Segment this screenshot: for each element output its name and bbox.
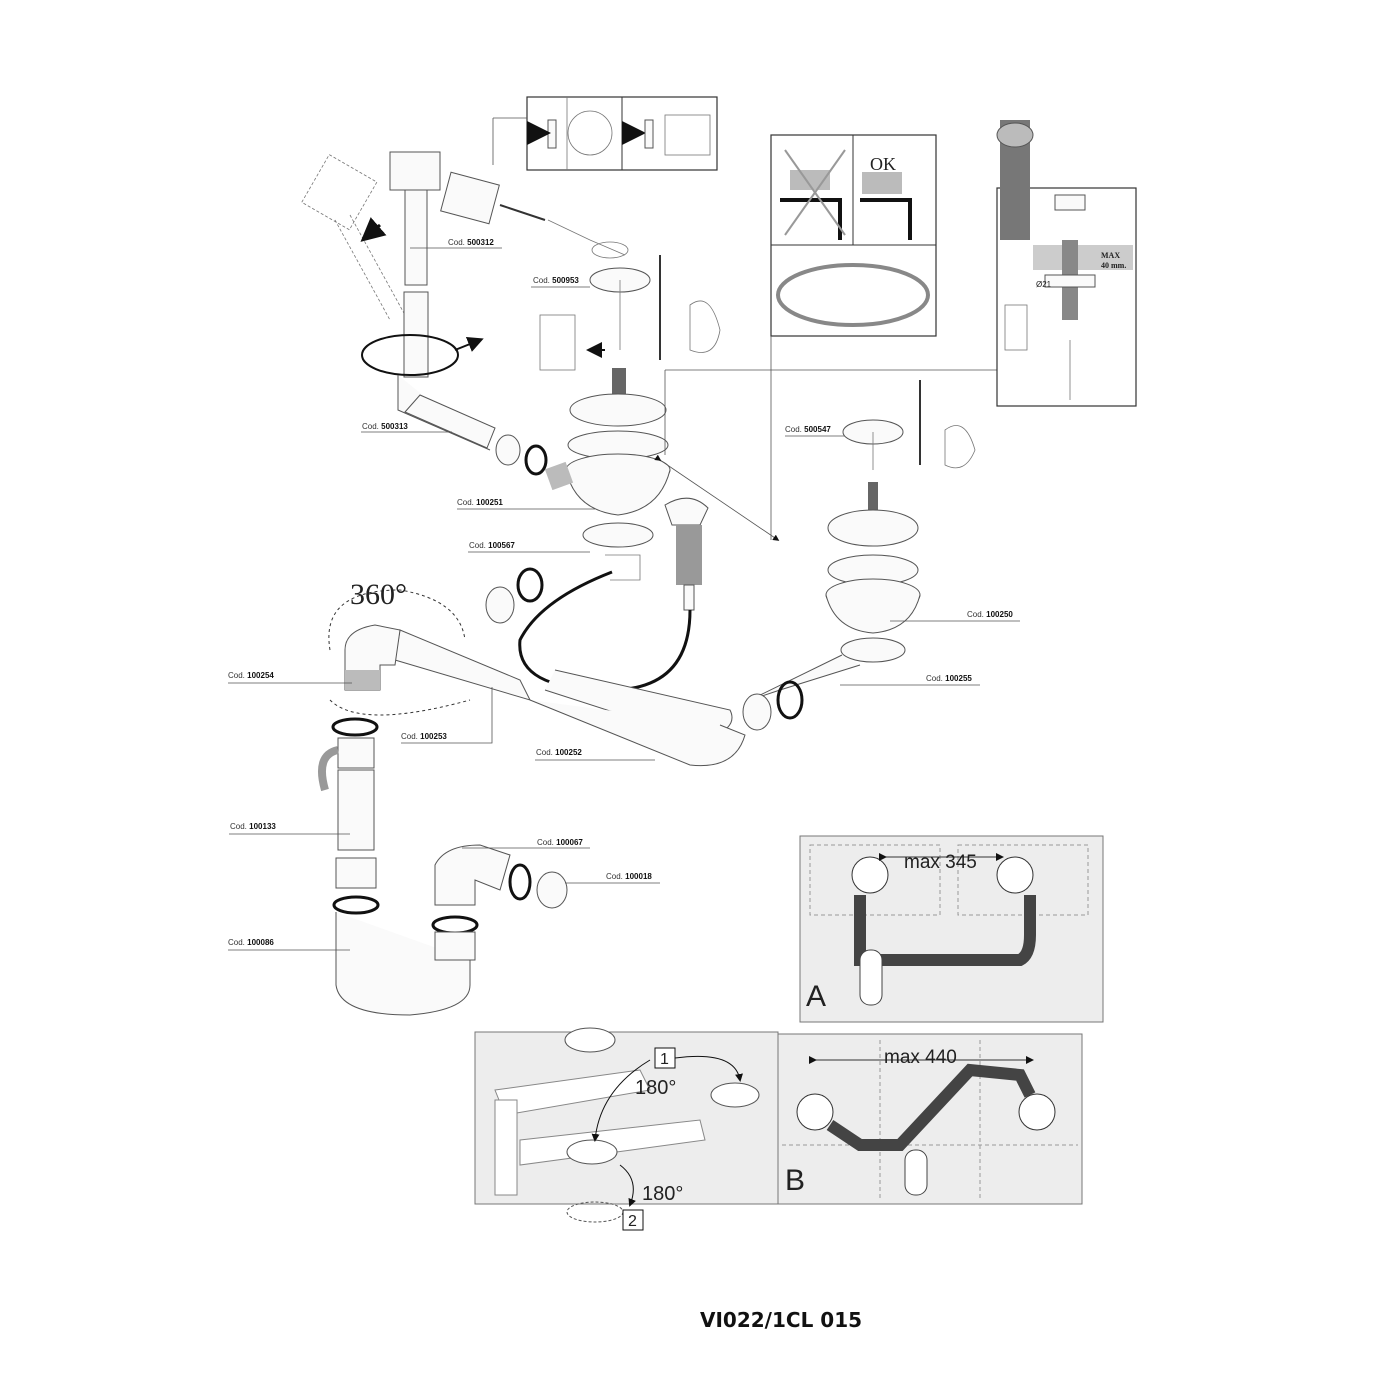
svg-text:Cod. 500312: Cod. 500312 <box>448 238 494 247</box>
panel-a-letter: A <box>806 980 826 1013</box>
seal-ok-inset: OK <box>770 134 937 540</box>
code-label-100253: Cod. 100253 <box>401 687 493 744</box>
code-label-100252: Cod. 100252 <box>535 748 655 761</box>
right-strainer-assembly <box>825 380 976 663</box>
code-label-100251: Cod. 100251 <box>457 498 595 510</box>
product-code-title: VI022/1CL 015 <box>700 1308 863 1332</box>
code-label-100086: Cod. 100086 <box>228 938 350 951</box>
code-label-500953: Cod. 500953 <box>531 276 590 288</box>
installation-panel-b: max 440 B <box>777 1033 1083 1205</box>
overflow-plate-inset <box>492 96 718 171</box>
code-label-100133: Cod. 100133 <box>229 822 350 835</box>
svg-text:Cod. 100254: Cod. 100254 <box>228 671 274 680</box>
code-label-500313: Cod. 500313 <box>361 422 452 433</box>
code-label-100018: Cod. 100018 <box>565 872 660 884</box>
svg-text:Cod. 100067: Cod. 100067 <box>537 838 583 847</box>
angle-1-label: 180° <box>635 1077 676 1099</box>
installation-panel-a: max 345 A <box>799 835 1104 1023</box>
rotation-label: 360° <box>350 578 407 611</box>
diameter-label: Ø21 <box>1036 280 1052 289</box>
code-label-500547: Cod. 500547 <box>785 425 845 437</box>
popup-waste-control <box>518 369 997 692</box>
code-label-100567: Cod. 100567 <box>468 541 590 553</box>
svg-text:Cod. 500547: Cod. 500547 <box>785 425 831 434</box>
ok-label: OK <box>870 154 896 174</box>
max-label: MAX <box>1101 251 1120 260</box>
code-label-500312: Cod. 500312 <box>410 238 502 249</box>
left-strainer-assembly <box>495 255 721 581</box>
panel-b-letter: B <box>785 1164 805 1197</box>
svg-text:Cod. 100255: Cod. 100255 <box>926 674 972 683</box>
svg-text:Cod. 100252: Cod. 100252 <box>536 748 582 757</box>
svg-text:Cod. 100250: Cod. 100250 <box>967 610 1013 619</box>
angle-2-label: 180° <box>642 1183 683 1205</box>
svg-text:Cod. 500313: Cod. 500313 <box>362 422 408 431</box>
svg-text:Cod. 100251: Cod. 100251 <box>457 498 503 507</box>
svg-text:Cod. 100567: Cod. 100567 <box>469 541 515 550</box>
code-label-100250: Cod. 100250 <box>890 610 1020 622</box>
code-label-100255: Cod. 100255 <box>840 674 980 686</box>
svg-text:Cod. 100133: Cod. 100133 <box>230 822 276 831</box>
svg-text:Cod. 500953: Cod. 500953 <box>533 276 579 285</box>
panel-a-dimension: max 345 <box>904 852 977 873</box>
step-2-label: 2 <box>628 1213 637 1230</box>
pipe-assembly: 360° <box>318 567 861 1016</box>
max-thickness-inset: MAX 40 mm. Ø21 <box>996 120 1137 407</box>
overflow-assembly <box>301 151 629 451</box>
step-1-label: 1 <box>660 1051 669 1068</box>
svg-text:Cod. 100018: Cod. 100018 <box>606 872 652 881</box>
panel-b-dimension: max 440 <box>884 1047 957 1068</box>
code-label-100067: Cod. 100067 <box>462 838 590 849</box>
code-label-100254: Cod. 100254 <box>228 671 352 684</box>
rotation-panel: 1 180° 2 180° <box>474 1027 779 1231</box>
svg-text:Cod. 100086: Cod. 100086 <box>228 938 274 947</box>
max-value: 40 mm. <box>1101 261 1126 270</box>
part-code-labels: Cod. 500312 Cod. 500953 Cod. 500313 Cod.… <box>228 238 1020 951</box>
svg-text:Cod. 100253: Cod. 100253 <box>401 732 447 741</box>
